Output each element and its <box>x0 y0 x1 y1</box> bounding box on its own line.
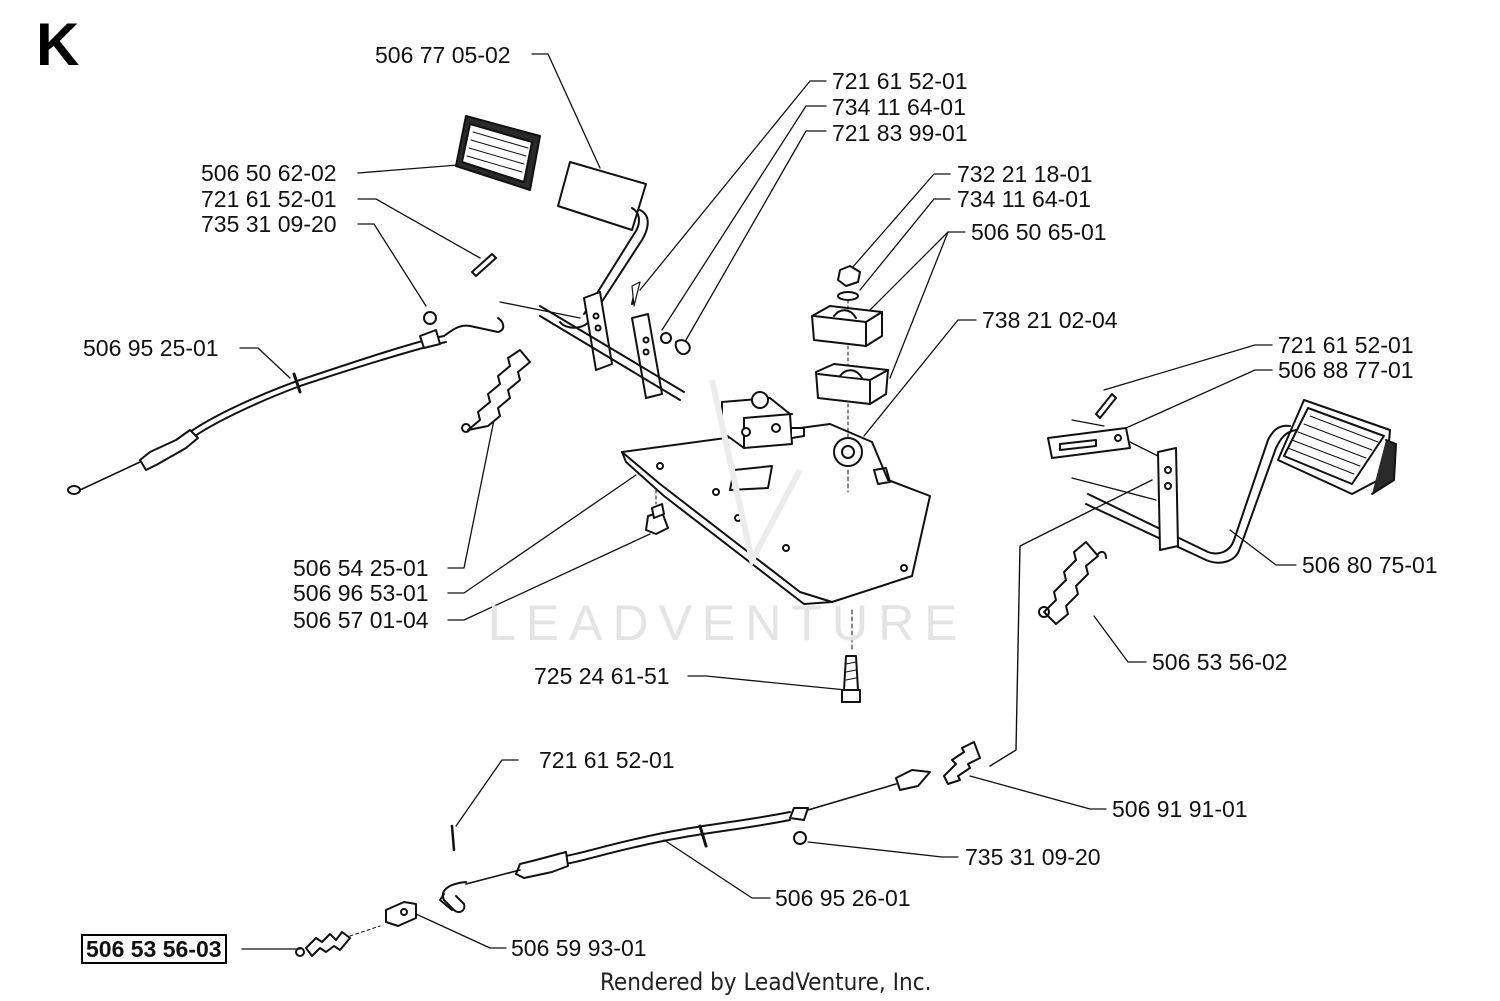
left-pedal-pad <box>455 115 541 191</box>
left-cable <box>67 301 581 495</box>
watermark-text: LEADVENTURE <box>488 595 968 651</box>
part-number-label: 735 31 09-20 <box>965 844 1101 870</box>
bottom-cable <box>439 741 981 913</box>
part-number-label: 721 61 52-01 <box>539 747 675 773</box>
right-spring <box>1038 541 1107 625</box>
part-number-label: 721 83 99-01 <box>832 120 968 146</box>
right-link-bar <box>1047 393 1159 459</box>
part-number-label: 734 11 64-01 <box>832 94 966 120</box>
left-spring <box>461 349 531 433</box>
bottom-spring <box>295 925 381 957</box>
leader-lines <box>239 53 1297 950</box>
part-number-label: 506 80 75-01 <box>1302 552 1438 578</box>
part-number-label: 506 95 26-01 <box>775 885 911 911</box>
part-number-label: 734 11 64-01 <box>957 186 1091 212</box>
part-number-label: 732 21 18-01 <box>957 161 1093 187</box>
part-number-label: 506 95 25-01 <box>83 335 219 361</box>
footer-credit: Rendered by LeadVenture, Inc. <box>600 968 932 996</box>
part-number-label: 506 50 62-02 <box>201 160 337 186</box>
right-pedal-pad <box>1277 399 1397 495</box>
rubber-mounts <box>811 265 889 439</box>
part-number-label: 721 61 52-01 <box>1278 332 1414 358</box>
part-number-label: 506 54 25-01 <box>293 555 429 581</box>
part-number-label: 506 96 53-01 <box>293 580 429 606</box>
switch-block <box>721 391 805 449</box>
part-number-label: 506 50 65-01 <box>971 219 1107 245</box>
part-number-label: 738 21 02-04 <box>982 307 1118 333</box>
watermark-logo <box>709 379 803 569</box>
part-number-label: 506 57 01-04 <box>293 607 429 633</box>
part-number-label: 721 61 52-01 <box>201 186 337 212</box>
part-number-label: 725 24 61-51 <box>534 663 670 689</box>
hex-bolt <box>645 489 669 535</box>
part-number-label: 506 91 91-01 <box>1112 796 1248 822</box>
cable-bracket <box>385 901 417 927</box>
part-number-label: 506 77 05-02 <box>375 42 511 68</box>
screw <box>841 609 861 703</box>
part-number-label: 506 88 77-01 <box>1278 357 1414 383</box>
left-pedal-arm <box>557 161 649 329</box>
part-number-label: 506 53 56-02 <box>1152 649 1288 675</box>
right-pedal-arm <box>1071 424 1297 564</box>
cotter-pin-upper <box>423 253 497 325</box>
part-number-label: 721 61 52-01 <box>832 68 968 94</box>
right-cable-link <box>989 479 1153 767</box>
highlighted-part-number: 506 53 56-03 <box>81 934 227 964</box>
section-letter: K <box>36 11 80 78</box>
part-number-label: 735 31 09-20 <box>201 211 337 237</box>
pivot-assembly <box>539 281 691 401</box>
part-number-label: 506 59 93-01 <box>511 935 647 961</box>
